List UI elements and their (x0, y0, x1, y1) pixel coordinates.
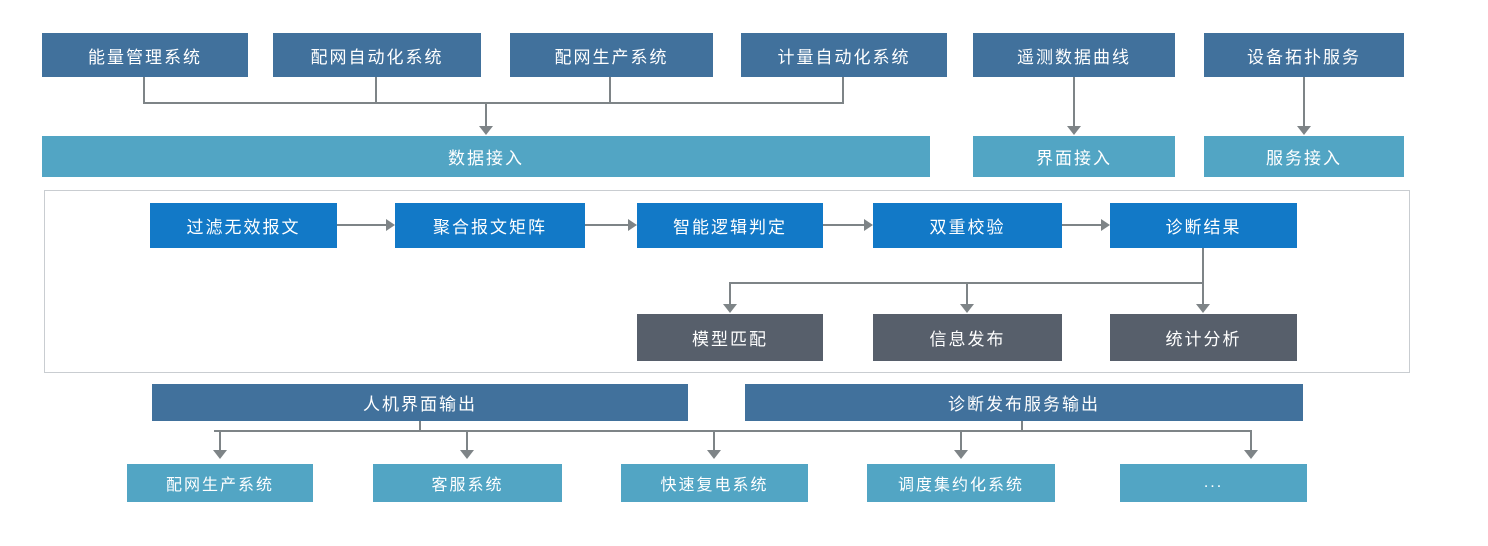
connector-line (1303, 77, 1305, 127)
step-box-intelligent-logic-judgment: 智能逻辑判定 (637, 203, 823, 248)
connector-line (1202, 248, 1204, 305)
connector-line (1073, 77, 1075, 127)
connector-line (1062, 224, 1101, 226)
access-bar-ui: 界面接入 (973, 136, 1175, 177)
connector-line (337, 224, 386, 226)
arrow-down-icon (954, 450, 968, 459)
connector-line (219, 430, 221, 451)
arrow-right-icon (628, 219, 637, 231)
connector-line (960, 430, 962, 451)
arrow-down-icon (479, 126, 493, 135)
arrow-right-icon (864, 219, 873, 231)
consumer-box-dispatch-intensive: 调度集约化系统 (867, 464, 1055, 502)
source-box-distribution-automation: 配网自动化系统 (273, 33, 481, 77)
connector-line (1021, 421, 1023, 431)
access-bar-data: 数据接入 (42, 136, 930, 177)
source-box-telemetry-curve: 遥测数据曲线 (973, 33, 1175, 77)
connector-line (375, 77, 377, 104)
connector-line (143, 77, 145, 104)
source-box-metering-automation: 计量自动化系统 (741, 33, 947, 77)
source-box-energy-management: 能量管理系统 (42, 33, 248, 77)
step-box-diagnosis-result: 诊断结果 (1110, 203, 1297, 248)
connector-line (609, 77, 611, 104)
consumer-box-rapid-restoration: 快速复电系统 (621, 464, 808, 502)
step-box-aggregate-message-matrix: 聚合报文矩阵 (395, 203, 585, 248)
source-box-device-topology: 设备拓扑服务 (1204, 33, 1404, 77)
consumer-box-distribution-production: 配网生产系统 (127, 464, 313, 502)
connector-line (823, 224, 864, 226)
result-box-info-publishing: 信息发布 (873, 314, 1062, 361)
step-box-filter-invalid-messages: 过滤无效报文 (150, 203, 337, 248)
connector-line (485, 102, 487, 127)
output-bar-diagnosis-service: 诊断发布服务输出 (745, 384, 1303, 421)
connector-line (713, 430, 715, 451)
output-bar-hmi: 人机界面输出 (152, 384, 688, 421)
result-box-model-matching: 模型匹配 (637, 314, 823, 361)
connector-line (214, 430, 1252, 432)
arrow-down-icon (1196, 304, 1210, 313)
connector-line (729, 283, 731, 305)
arrow-down-icon (1067, 126, 1081, 135)
arrow-down-icon (460, 450, 474, 459)
connector-line (1250, 430, 1252, 451)
connector-line (966, 283, 968, 305)
connector-line (585, 224, 628, 226)
consumer-box-ellipsis: ... (1120, 464, 1307, 502)
arrow-down-icon (213, 450, 227, 459)
step-box-double-verification: 双重校验 (873, 203, 1062, 248)
source-box-distribution-production: 配网生产系统 (510, 33, 713, 77)
connector-line (143, 102, 844, 104)
arrow-right-icon (1101, 219, 1110, 231)
arrow-down-icon (1244, 450, 1258, 459)
access-bar-service: 服务接入 (1204, 136, 1404, 177)
connector-line (466, 430, 468, 451)
arrow-down-icon (1297, 126, 1311, 135)
arrow-down-icon (723, 304, 737, 313)
connector-line (842, 77, 844, 104)
consumer-box-customer-service: 客服系统 (373, 464, 562, 502)
arrow-down-icon (707, 450, 721, 459)
arrow-down-icon (960, 304, 974, 313)
result-box-statistical-analysis: 统计分析 (1110, 314, 1297, 361)
connector-line (419, 421, 421, 431)
arrow-right-icon (386, 219, 395, 231)
